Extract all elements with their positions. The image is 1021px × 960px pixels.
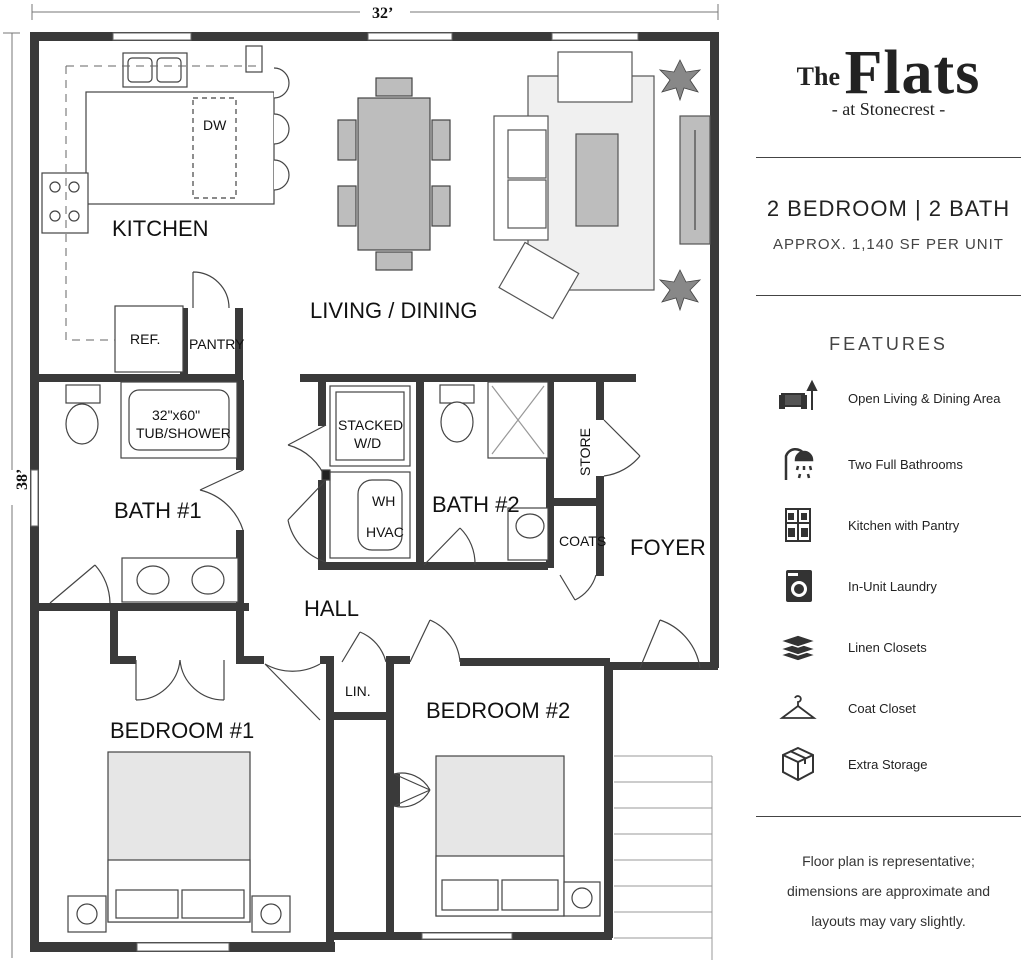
- doors: [49, 271, 701, 808]
- feature-label: Two Full Bathrooms: [848, 456, 963, 472]
- bedroom1-furniture: [67, 751, 291, 933]
- dining-set: [337, 77, 451, 271]
- feature-item: Two Full Bathrooms: [778, 444, 1021, 484]
- feature-label: Extra Storage: [848, 756, 928, 772]
- water-heater-label: WH: [372, 493, 395, 509]
- hall-label: HALL: [304, 596, 359, 621]
- feature-item: Kitchen with Pantry: [778, 505, 1021, 545]
- info-panel: The Flats - at Stonecrest - 2 BEDROOM | …: [756, 0, 1021, 960]
- feature-label: Coat Closet: [848, 700, 916, 716]
- divider: [756, 157, 1021, 158]
- feature-item: Linen Closets: [778, 627, 1021, 667]
- feature-item: Open Living & Dining Area: [778, 378, 1021, 418]
- bedroom2-furniture: [435, 755, 601, 917]
- utility-closet: [321, 385, 411, 559]
- feature-label: In-Unit Laundry: [848, 578, 937, 594]
- feature-item: Extra Storage: [778, 744, 1021, 784]
- windows: [30, 32, 639, 952]
- bath1-fixtures: [65, 381, 239, 603]
- width-dimension: [31, 4, 719, 20]
- height-dimension: [3, 32, 20, 958]
- tub-size-label: 32"x60": [152, 407, 200, 423]
- living-dining-label: LIVING / DINING: [310, 298, 477, 323]
- bath2-label: BATH #2: [432, 492, 520, 517]
- coats-label: COATS: [559, 533, 606, 549]
- washer-dryer-label: W/D: [354, 435, 381, 451]
- unit-type: 2 BEDROOM | 2 BATH: [766, 196, 1011, 221]
- floor-plan: 32’ 38’: [3, 4, 719, 960]
- interior-walls: [39, 308, 636, 946]
- brand-name: Flats: [844, 39, 981, 107]
- hanger-icon: [779, 695, 817, 719]
- bar-stools: [273, 67, 290, 191]
- divider: [756, 816, 1021, 817]
- bath2-fixtures: [439, 381, 549, 561]
- bedroom2-label: BEDROOM #2: [426, 698, 570, 723]
- pantry-cabinet-icon: [785, 508, 811, 542]
- disclaimer: Floor plan is representative; dimensions…: [786, 853, 991, 929]
- kitchen-counter-dashes: [65, 65, 262, 341]
- bedroom1-label: BEDROOM #1: [110, 718, 254, 743]
- shower-icon: [784, 447, 814, 480]
- brand-subtitle: - at Stonecrest -: [831, 99, 946, 119]
- features-title: FEATURES: [829, 334, 948, 354]
- feature-label: Linen Closets: [848, 639, 927, 655]
- brand-logo: The Flats - at Stonecrest -: [756, 38, 1021, 120]
- living-furniture: [493, 51, 711, 320]
- feature-item: Coat Closet: [778, 688, 1021, 728]
- linen-closet-label: LIN.: [345, 683, 371, 699]
- dishwasher-label: DW: [203, 117, 227, 133]
- pantry-label: PANTRY: [189, 336, 245, 352]
- feature-label: Open Living & Dining Area: [848, 390, 1001, 406]
- stacked-washer-dryer-label: STACKED: [338, 417, 403, 433]
- bath1-label: BATH #1: [114, 498, 202, 523]
- divider: [756, 295, 1021, 296]
- kitchen-label: KITCHEN: [112, 216, 209, 241]
- linen-stack-icon: [778, 634, 818, 662]
- brand-the: The: [796, 62, 840, 91]
- storage-box-icon: [782, 746, 814, 782]
- sofa-lamp-icon: [779, 379, 818, 410]
- height-dimension-label: 38’: [14, 469, 31, 490]
- kitchen-counters: [41, 45, 275, 373]
- refrigerator-label: REF.: [130, 331, 160, 347]
- stairs: [614, 755, 713, 960]
- store-label: STORE: [577, 428, 593, 476]
- feature-item: In-Unit Laundry: [778, 566, 1021, 606]
- washing-machine-icon: [786, 570, 812, 602]
- foyer-label: FOYER: [630, 535, 706, 560]
- plants: [658, 59, 702, 312]
- hvac-label: HVAC: [366, 524, 404, 540]
- feature-label: Kitchen with Pantry: [848, 517, 960, 533]
- tub-shower-label: TUB/SHOWER: [136, 425, 231, 441]
- unit-area: APPROX. 1,140 SF PER UNIT: [773, 236, 1004, 253]
- width-dimension-label: 32’: [372, 5, 393, 22]
